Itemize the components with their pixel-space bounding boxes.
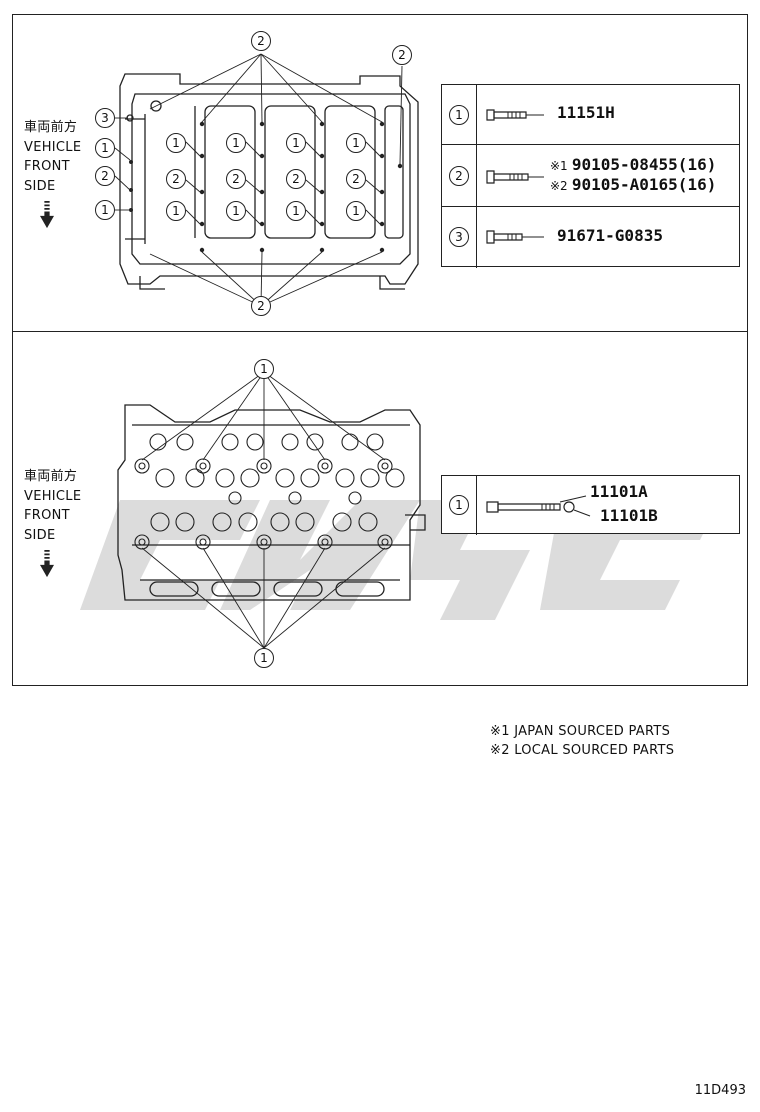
callout-1-row3-d: 1	[346, 201, 366, 221]
callout-2-top: 2	[251, 31, 271, 51]
mark-japan: ※1	[550, 159, 568, 173]
callout-2-row2-b: 2	[226, 169, 246, 189]
callout-1-row3-b: 1	[226, 201, 246, 221]
direction-en-3: SIDE	[24, 527, 56, 543]
direction-en-1: VEHICLE	[24, 139, 82, 155]
down-arrow-icon	[40, 201, 54, 229]
bolt-icon	[486, 170, 544, 184]
top-parts-table: 1 11151H 2 ※1 90105-08455(16) ※2 90105-A…	[441, 84, 740, 268]
table-ref-2: 2	[449, 166, 469, 186]
part-number-11101A: 11101A	[590, 482, 648, 501]
callout-1-bottom-bottom: 1	[254, 648, 274, 668]
direction-en-1: VEHICLE	[24, 488, 82, 504]
part-number-11151H: 11151H	[557, 103, 615, 122]
callout-1-left-b: 1	[95, 200, 115, 220]
direction-en-3: SIDE	[24, 178, 56, 194]
vehicle-front-label-top: 車両前方 VEHICLE FRONT SIDE	[24, 118, 82, 229]
head-bolt-icon	[486, 495, 591, 517]
direction-en-2: FRONT	[24, 508, 70, 523]
table-ref-1: 1	[449, 105, 469, 125]
callout-1-row1-c: 1	[286, 133, 306, 153]
direction-en-2: FRONT	[24, 159, 70, 174]
callout-3-left: 3	[95, 108, 115, 128]
callout-2-row2-a: 2	[166, 169, 186, 189]
callout-1-row1-d: 1	[346, 133, 366, 153]
direction-jp: 車両前方	[24, 120, 78, 135]
part-number-90105-A0165: 90105-A0165(16)	[571, 175, 717, 194]
table-row: 3 91671-G0835	[442, 207, 739, 268]
bolt-icon	[486, 230, 544, 244]
vehicle-front-label-bottom: 車両前方 VEHICLE FRONT SIDE	[24, 467, 82, 578]
callout-2-row2-c: 2	[286, 169, 306, 189]
table-ref-3: 3	[449, 227, 469, 247]
direction-jp: 車両前方	[24, 469, 78, 484]
footnote-local: ※2 LOCAL SOURCED PARTS	[490, 743, 675, 758]
part-number-11101B: 11101B	[600, 506, 658, 525]
callout-2-row2-d: 2	[346, 169, 366, 189]
callout-1-left-a: 1	[95, 138, 115, 158]
callout-2-right: 2	[392, 45, 412, 65]
part-number-90105-08455: 90105-08455(16)	[571, 155, 717, 174]
callout-2-bottom: 2	[251, 296, 271, 316]
callout-1-row3-a: 1	[166, 201, 186, 221]
callout-1-row3-c: 1	[286, 201, 306, 221]
bottom-panel	[12, 331, 748, 686]
bolt-icon	[486, 109, 544, 121]
callout-1-row1-b: 1	[226, 133, 246, 153]
mark-local: ※2	[550, 179, 568, 193]
table-row: 1 11151H	[442, 85, 739, 145]
cylinder-head-drawing	[117, 371, 426, 649]
footnote-japan: ※1 JAPAN SOURCED PARTS	[490, 724, 671, 739]
down-arrow-icon	[40, 550, 54, 578]
part-number-91671-G0835: 91671-G0835	[557, 226, 663, 245]
callout-2-left: 2	[95, 166, 115, 186]
table-row: 2 ※1 90105-08455(16) ※2 90105-A0165(16)	[442, 145, 739, 207]
drawing-code: 11D493	[694, 1083, 746, 1098]
callout-1-bottom-top: 1	[254, 359, 274, 379]
table-ref-1: 1	[449, 495, 469, 515]
bottom-parts-table: 1 11101A 11101B	[441, 475, 740, 535]
callout-1-row1-a: 1	[166, 133, 186, 153]
cam-housing-drawing	[114, 53, 419, 307]
table-row: 1 11101A 11101B	[442, 476, 739, 535]
